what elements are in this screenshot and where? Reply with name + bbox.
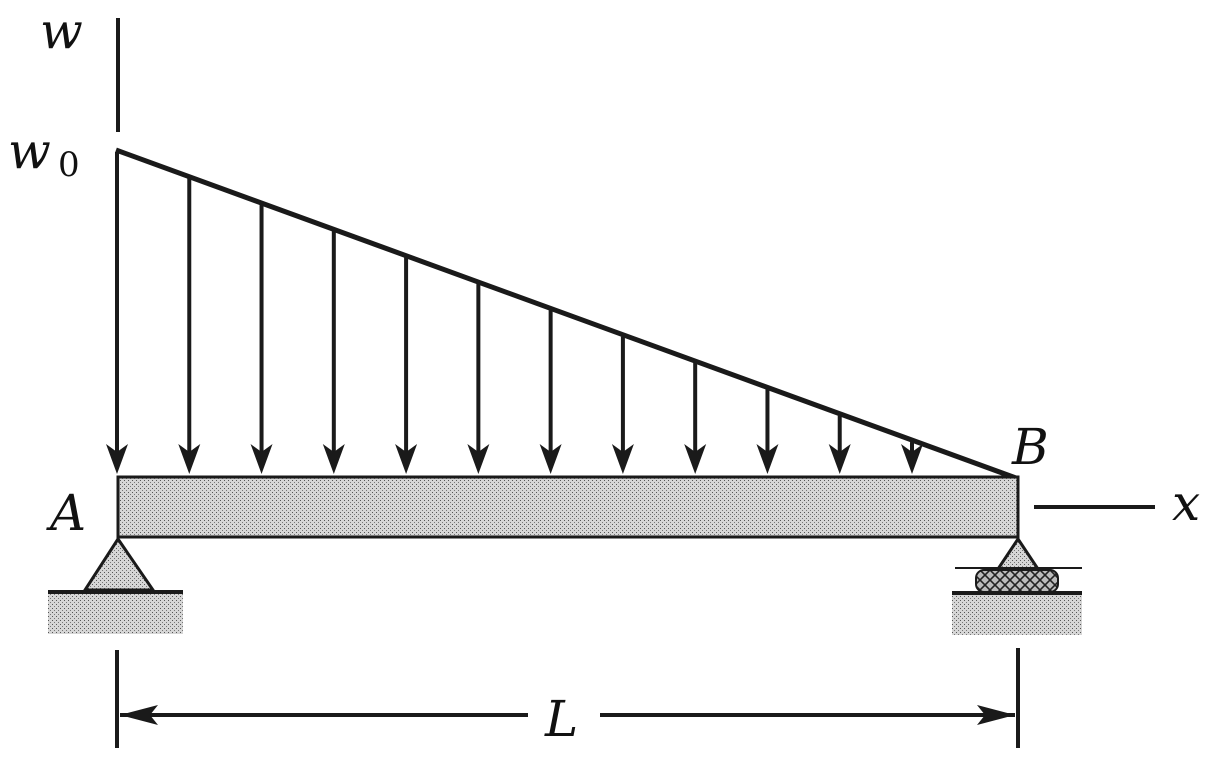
- load-arrow-head: [178, 444, 201, 474]
- load-arrow-head: [611, 444, 634, 474]
- load-distribution-line: [115, 147, 1017, 481]
- w-axis-label: w: [40, 2, 83, 60]
- load-arrow-head: [250, 444, 273, 474]
- load-arrow-head: [901, 444, 923, 474]
- point-a-label: A: [46, 484, 86, 542]
- load-arrow-head: [106, 444, 128, 474]
- load-arrow-head: [322, 444, 345, 474]
- span-length-label: L: [544, 690, 578, 748]
- load-arrow-head: [467, 444, 490, 474]
- w0-label: w: [8, 122, 51, 180]
- w0-subscript: 0: [58, 145, 80, 185]
- load-arrow-head: [828, 444, 851, 474]
- load-arrow-head: [395, 444, 418, 474]
- beam: [116, 475, 1020, 539]
- span-dimension: [115, 648, 1020, 748]
- point-b-label: B: [1011, 418, 1049, 476]
- roller-support-b: [952, 536, 1082, 635]
- pin-support-a: [48, 536, 183, 634]
- load-arrow-head: [684, 444, 707, 474]
- load-arrow-head: [539, 444, 562, 474]
- load-arrow-head: [756, 444, 779, 474]
- load-arrows: [106, 152, 923, 474]
- x-axis-label: x: [1172, 474, 1200, 532]
